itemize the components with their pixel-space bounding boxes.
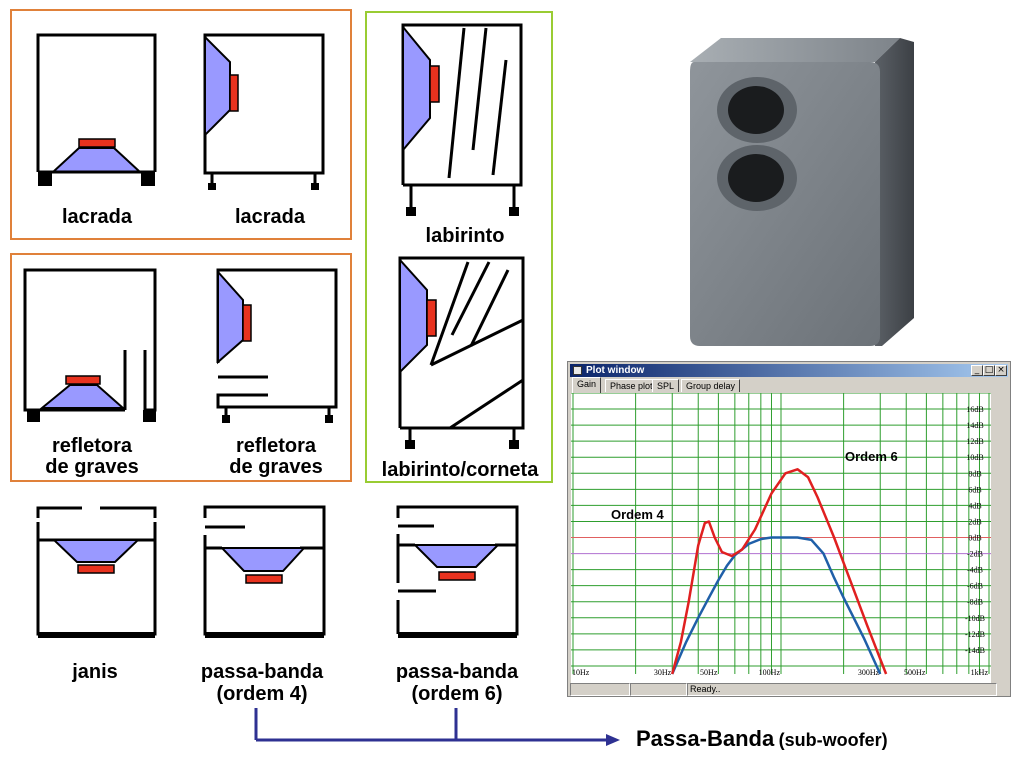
plot-window: Plot window _ □ × Gain Phase plot SPL Gr… [567,361,1011,697]
plot-window-title: Plot window [586,365,645,376]
y-tick-label: -4dB [967,566,983,575]
label-lacrada-1: lacrada [61,206,133,228]
y-tick-label: 8dB [968,469,981,478]
series-line-ordem-6 [670,468,888,675]
footer-sub: (sub-woofer) [778,730,888,750]
label-passa4-line1: passa-banda [200,661,324,683]
y-tick-label: 0dB [968,534,981,543]
enclosure-refletora-bottom [23,268,157,422]
subwoofer-photo [690,38,914,346]
close-button[interactable]: × [995,365,1007,376]
y-tick-label: 4dB [968,501,981,510]
enclosure-refletora-side [216,268,338,423]
y-tick-label: 14dB [966,421,983,430]
frame-labirinto [365,11,553,483]
frame-refletora [10,253,352,482]
y-tick-label: 12dB [966,437,983,446]
maximize-button[interactable]: □ [983,365,995,376]
footer-main: Passa-Banda [636,726,775,751]
y-tick-label: -10dB [965,614,985,623]
label-refletora-2-line2: de graves [229,456,323,478]
x-tick-label: 500Hz [904,668,926,677]
x-tick-label: 30Hz [654,668,672,677]
label-refletora-1-line1: refletora [51,435,133,457]
label-passa6-line1: passa-banda [395,661,519,683]
x-tick-label: 100Hz [759,668,781,677]
frame-lacrada [10,9,352,240]
plot-scrollbar[interactable] [993,393,1007,683]
y-tick-label: -8dB [967,598,983,607]
label-janis: janis [72,661,118,683]
app-icon [573,366,582,375]
y-tick-label: 10dB [966,453,983,462]
gain-plot: 16dB 14dB 12dB 10dB 8dB 6dB 4dB 2dB 0dB -2dB -4dB -… [571,393,991,684]
y-tick-label: -6dB [967,582,983,591]
x-tick-label: 300Hz [858,668,880,677]
status-pane-2 [630,683,687,696]
connector-arrow [254,708,620,746]
label-refletora-2-line1: refletora [235,435,317,457]
annotation-ordem-6: Ordem 6 [845,449,898,464]
enclosure-janis [36,506,157,638]
plot-window-titlebar[interactable]: Plot window _ □ × [570,364,1008,377]
label-lacrada-2: lacrada [234,206,306,228]
y-tick-label: 16dB [966,405,983,414]
label-passa4-line2: (ordem 4) [216,683,308,705]
y-tick-label: -12dB [965,630,985,639]
y-tick-label: -14dB [965,646,985,655]
enclosure-lacrada-side [203,33,325,190]
y-tick-label: 2dB [968,517,981,526]
label-labirinto-corneta: labirinto/corneta [381,459,539,481]
label-refletora-1-line2: de graves [45,456,139,478]
y-tick-label: -2dB [967,550,983,559]
series-line-ordem-4 [671,536,882,675]
enclosure-passa-banda-6 [396,505,519,638]
x-tick-label: 50Hz [700,668,718,677]
x-tick-label: 1kHz [971,668,989,677]
y-tick-label: 6dB [968,485,981,494]
enclosure-labirinto-corneta [398,256,525,449]
status-pane-1 [570,683,630,696]
enclosure-lacrada-bottom [36,33,157,186]
enclosure-passa-banda-4 [203,505,326,638]
tab-group-delay[interactable]: Group delay [681,379,741,392]
status-text: Ready.. [687,683,997,696]
minimize-button[interactable]: _ [971,365,983,376]
footer-caption: Passa-Banda (sub-woofer) [636,726,888,752]
x-tick-label: 10Hz [572,668,590,677]
status-bar: Ready.. [570,683,1008,696]
tab-phase-plot[interactable]: Phase plot [605,379,658,392]
tab-spl[interactable]: SPL [652,379,680,392]
annotation-ordem-4: Ordem 4 [611,507,664,522]
tab-gain[interactable]: Gain [572,377,602,393]
label-passa6-line2: (ordem 6) [411,683,503,705]
gain-chart: 16dB 14dB 12dB 10dB 8dB 6dB 4dB 2dB 0dB -2dB -4dB -… [571,393,991,677]
enclosure-labirinto [401,23,523,216]
label-labirinto: labirinto [425,225,505,247]
